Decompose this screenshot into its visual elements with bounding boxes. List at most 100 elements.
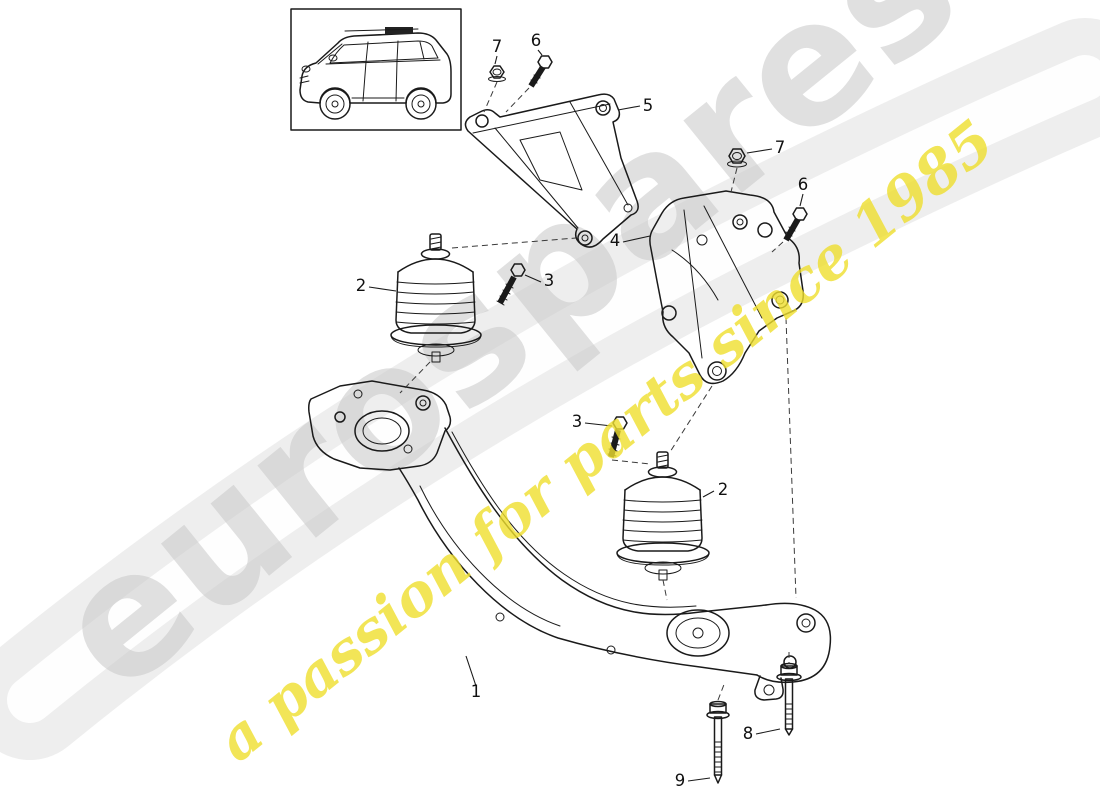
car-body (299, 32, 452, 104)
bolt-3-right-head (612, 416, 628, 430)
bolt-3-right-thread-4 (607, 453, 617, 457)
subframe-plate-opening (354, 410, 410, 452)
swoosh-band-core (7, 55, 1100, 723)
guide-bracket4-mountright (669, 385, 713, 453)
leader-6-right (799, 193, 804, 207)
leader-3-left (524, 274, 542, 283)
mount-right-body (622, 489, 703, 552)
bracket-4-arch (671, 249, 719, 301)
car-mirror (328, 54, 338, 62)
mount-right-rib-3 (622, 519, 703, 523)
guide-mountleft-subframe (399, 361, 431, 394)
bolt-3-left-head (510, 263, 526, 277)
guide-screw6top-bracket5 (505, 87, 530, 113)
subframe-beam-hole-2 (606, 645, 616, 655)
part-screw-6-top (528, 55, 553, 88)
leader-9 (687, 777, 711, 782)
subframe-beam-top-edge (444, 427, 767, 616)
bracket-5-cutout (519, 131, 583, 191)
car-front-wheel-rim (325, 94, 345, 114)
nut-7-top-hex (489, 65, 505, 79)
bolt-8-tip (784, 728, 794, 736)
mount-left-rib-5 (395, 321, 476, 325)
bracket-5-boss (623, 203, 633, 213)
mount-right-flange-bottom (616, 552, 710, 566)
bracket-4-hole-right (771, 291, 789, 309)
bracket-4-hole-left (661, 305, 677, 321)
part-nut-7-top (488, 65, 506, 82)
mount-right-rib-2 (623, 509, 702, 513)
callout-6-right[interactable]: 6 (798, 175, 809, 194)
subframe-plate-hole-4 (353, 389, 363, 399)
subframe-plate-hole-3 (403, 444, 413, 454)
car-front-wheel (319, 88, 351, 120)
subframe-left-plate (308, 380, 452, 471)
subframe-right-opening (666, 609, 730, 657)
screw-6-right-thread-2 (785, 231, 793, 237)
callout-7-top[interactable]: 7 (492, 37, 503, 56)
part-bracket-4 (649, 190, 805, 385)
subframe-beam-hole-1 (495, 612, 505, 622)
callout-labels: 7 6 5 7 6 2 3 4 3 2 1 8 9 (356, 31, 809, 790)
mount-left-body (395, 271, 476, 334)
car-sunroof (385, 27, 413, 34)
screw-6-right-thread-1 (788, 226, 796, 232)
callout-6-top[interactable]: 6 (531, 31, 542, 50)
screw-6-top-head (537, 55, 553, 69)
callout-3-right[interactable]: 3 (572, 412, 583, 431)
bracket-4-rib-2 (703, 205, 763, 319)
callout-7-right[interactable]: 7 (775, 138, 786, 157)
bolt-9-head (709, 703, 727, 714)
part-engine-mount-2-left (390, 233, 482, 363)
mount-left-rib-4 (395, 311, 476, 315)
mount-left-rib-1 (396, 281, 475, 285)
watermark-brand-text: eurospares (19, 0, 994, 730)
guide-bolt3right-mountright (611, 459, 651, 465)
guide-bracket4-subframe (785, 317, 797, 599)
leader-2-left (368, 286, 397, 292)
bracket-5-rib-1 (494, 127, 579, 229)
callout-2-left[interactable]: 2 (356, 276, 367, 295)
bolt-9-tip (713, 774, 723, 784)
callout-2-right[interactable]: 2 (718, 480, 729, 499)
bolt-3-right-thread-3 (608, 448, 618, 452)
mount-right-dome (624, 476, 701, 491)
car-front-wheel-hub (331, 100, 339, 108)
guide-nut7top-bracket5 (483, 81, 498, 113)
bracket-5-hole-top-right-inner (599, 104, 607, 112)
callout-5[interactable]: 5 (643, 96, 654, 115)
subframe-bottom-tab (754, 675, 784, 701)
callout-leaders (368, 49, 804, 782)
mount-right-flange (616, 542, 710, 564)
callout-8[interactable]: 8 (743, 724, 754, 743)
callout-1[interactable]: 1 (471, 682, 482, 701)
mount-right-rib-1 (623, 499, 702, 503)
bolt-3-right-thread-2 (610, 442, 620, 446)
bracket-5-hole-top-right (595, 100, 611, 116)
subframe-fork-hole-top (796, 613, 816, 633)
bracket-5-hole-top-left (475, 114, 489, 128)
assembly-guides (399, 81, 797, 701)
nut-7-top-flange (488, 76, 506, 82)
car-greenhouse (329, 40, 439, 64)
bracket-4-hole-top-1-inner (736, 218, 744, 226)
callout-3-left[interactable]: 3 (544, 271, 555, 290)
part-engine-mount-2-right (616, 451, 710, 581)
callout-9[interactable]: 9 (675, 771, 686, 790)
leader-8 (755, 728, 781, 735)
mount-left-flange-bottom (390, 334, 482, 348)
leader-3-right (584, 422, 613, 427)
car-grille-slat (299, 75, 309, 79)
callout-4[interactable]: 4 (610, 231, 621, 250)
leader-5 (617, 105, 641, 111)
bracket-4-hole-right-inner (775, 295, 785, 305)
mount-left-stud-thread-2 (430, 241, 442, 245)
subframe-right-opening-hub (692, 627, 704, 639)
mount-right-stud-thread-2 (657, 459, 669, 463)
bolt-3-left-thread-1 (505, 283, 514, 289)
nut-7-right-flange (727, 160, 747, 168)
bracket-4-outline (649, 190, 805, 385)
bolt-8-washer (776, 672, 802, 682)
bolt-9-washer (706, 710, 730, 720)
